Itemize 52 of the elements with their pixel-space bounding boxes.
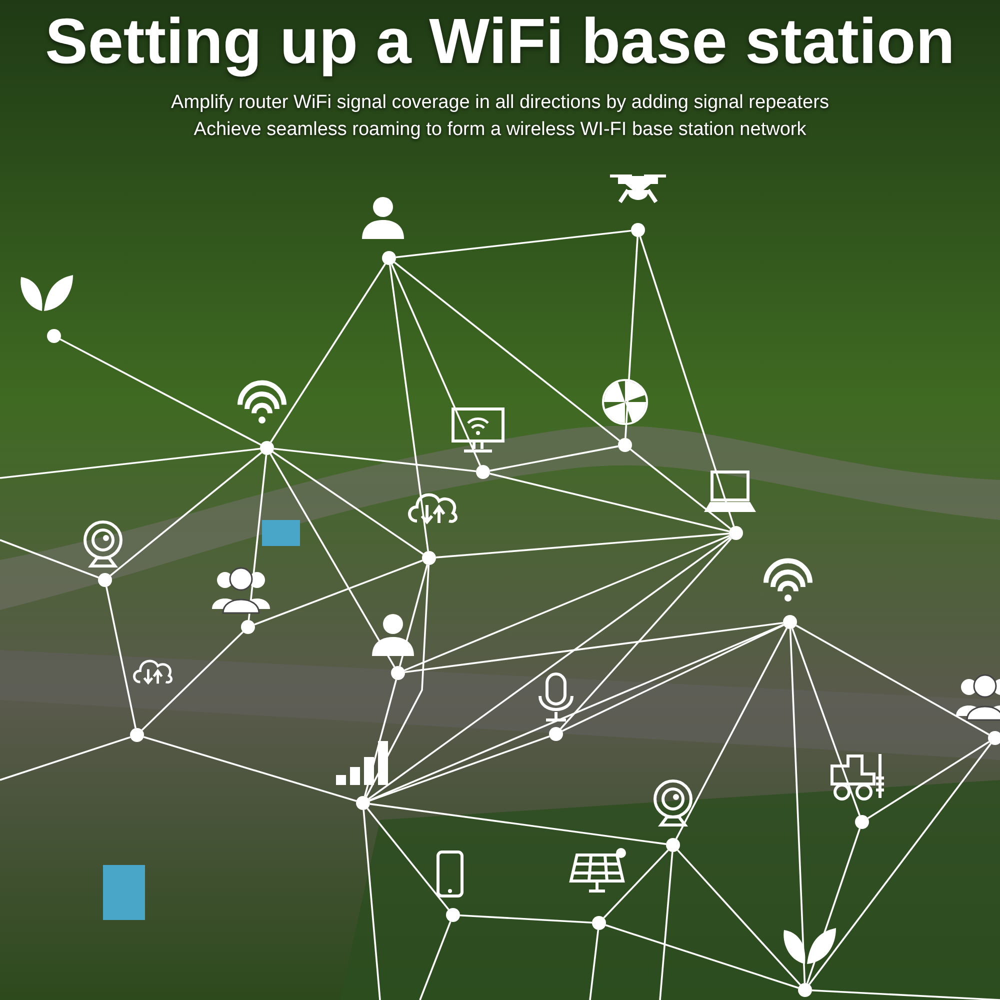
subtitle: Amplify router WiFi signal coverage in all directions by adding signal repeaters bbox=[170, 92, 830, 114]
network-link bbox=[404, 622, 784, 673]
network-link bbox=[274, 448, 476, 472]
network-link bbox=[605, 924, 799, 989]
network-link bbox=[270, 454, 396, 668]
network-link bbox=[369, 624, 784, 802]
network-link bbox=[0, 539, 99, 578]
network-link bbox=[389, 264, 429, 552]
network-link bbox=[396, 230, 632, 258]
network-link bbox=[812, 989, 1000, 1000]
network-link bbox=[630, 448, 732, 530]
network-link bbox=[365, 564, 430, 798]
network-link bbox=[369, 736, 550, 802]
network-link bbox=[110, 452, 262, 576]
network-link bbox=[143, 736, 357, 802]
network-link bbox=[603, 849, 669, 919]
network-link bbox=[792, 628, 860, 816]
network-link bbox=[272, 451, 424, 555]
network-link bbox=[677, 850, 801, 986]
network-link bbox=[490, 472, 730, 532]
network-link bbox=[562, 624, 784, 732]
title: Setting up a WiFi base station bbox=[44, 4, 956, 78]
network-link bbox=[394, 262, 620, 442]
network-link bbox=[0, 448, 260, 479]
network-link bbox=[60, 338, 262, 446]
network-link bbox=[659, 852, 674, 1000]
network-link bbox=[460, 914, 592, 924]
network-link bbox=[248, 454, 268, 620]
network-link bbox=[436, 532, 730, 558]
network-link bbox=[362, 810, 381, 1000]
network-link bbox=[254, 560, 423, 626]
network-link bbox=[391, 264, 481, 466]
network-link bbox=[141, 631, 244, 731]
network-link bbox=[404, 534, 730, 672]
network-link bbox=[796, 624, 990, 736]
network-link bbox=[675, 628, 788, 840]
network-link bbox=[789, 628, 806, 984]
network-link bbox=[0, 736, 131, 781]
network-link bbox=[808, 743, 992, 985]
network-link bbox=[270, 263, 386, 443]
network-link bbox=[368, 536, 731, 800]
network-link bbox=[490, 445, 618, 472]
network-link bbox=[624, 236, 638, 438]
subtitle: Achieve seamless roaming to form a wireless WI-FI base station network bbox=[192, 119, 808, 141]
network-link bbox=[867, 740, 990, 820]
network-link bbox=[106, 586, 136, 728]
network-link bbox=[419, 921, 452, 1000]
network-link bbox=[560, 538, 732, 730]
network-link bbox=[370, 803, 666, 845]
network-link bbox=[589, 930, 600, 1000]
network-link bbox=[639, 236, 735, 527]
network-link bbox=[366, 808, 450, 910]
